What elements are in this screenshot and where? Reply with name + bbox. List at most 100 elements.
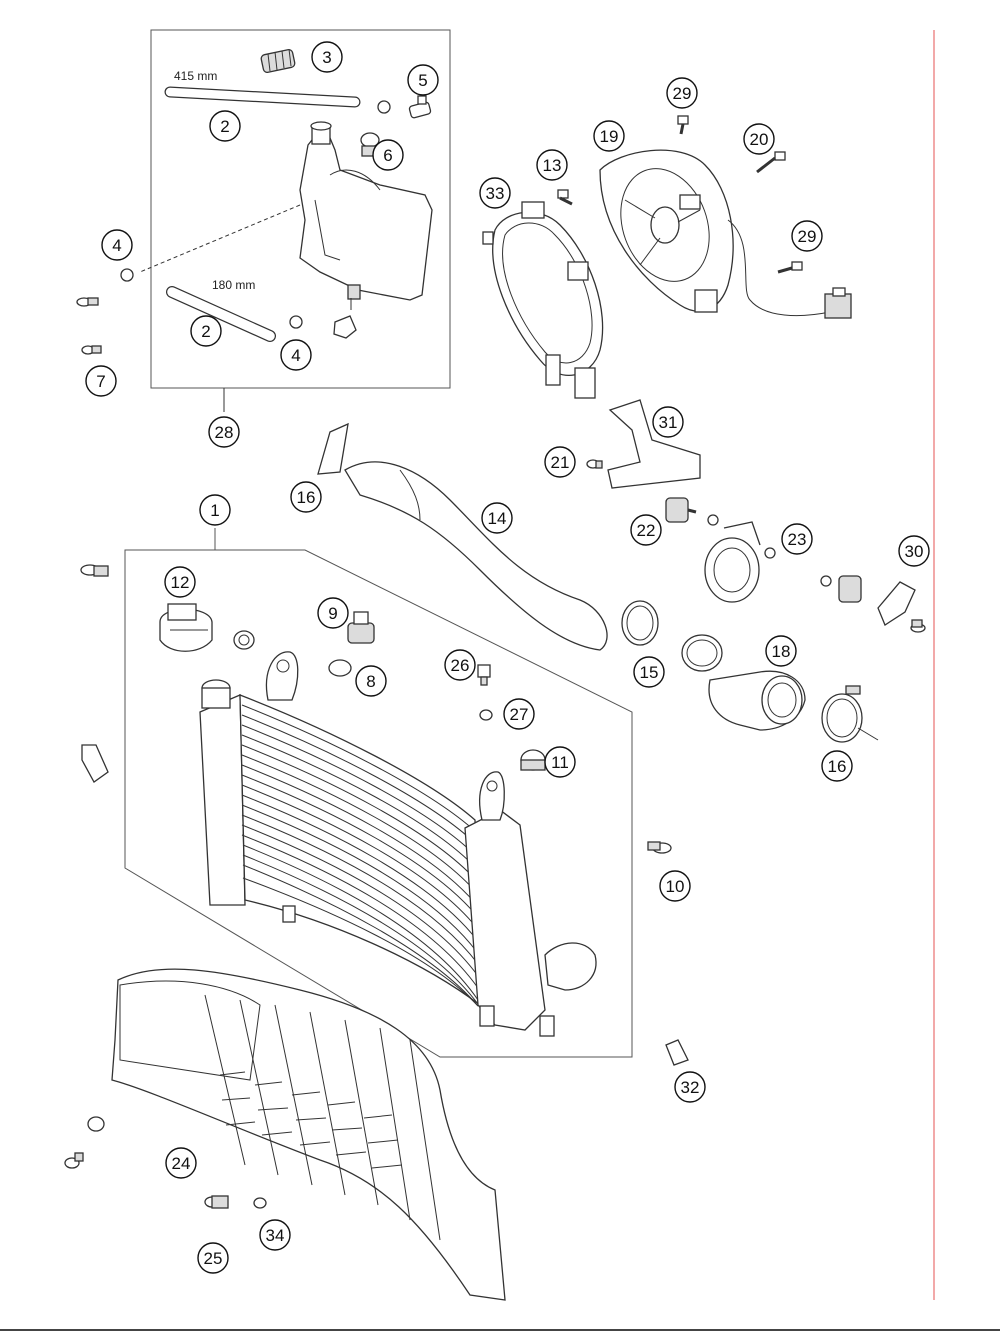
- fan-wire: [727, 219, 831, 317]
- callout-c5: 5: [407, 64, 439, 96]
- callout-circle: [791, 220, 823, 252]
- callout-circle: [259, 1219, 291, 1251]
- callout-circle: [407, 64, 439, 96]
- rubber-damper-part: [665, 497, 697, 523]
- callout-circle: [652, 406, 684, 438]
- nut-part: [820, 575, 832, 587]
- callout-number: 18: [772, 642, 791, 661]
- mount-leader-line: [139, 204, 301, 273]
- callout-c31: 31: [652, 406, 684, 438]
- spring-nut-part: [665, 1039, 689, 1066]
- callout-c9: 9: [317, 597, 349, 629]
- callout-number: 5: [418, 71, 427, 90]
- callout-c32: 32: [674, 1071, 706, 1103]
- callout-c7: 7: [85, 365, 117, 397]
- grommet-part: [233, 630, 255, 650]
- callout-number: 24: [172, 1154, 191, 1173]
- bolt-part: [677, 115, 689, 135]
- horn-part: [704, 521, 761, 603]
- callout-number: 1: [210, 501, 219, 520]
- callout-circle: [821, 750, 853, 782]
- hose-clamp-part: [621, 600, 659, 646]
- callout-c19: 19: [593, 120, 625, 152]
- washer-part: [479, 709, 493, 721]
- bolt-part: [756, 151, 786, 174]
- callout-number: 29: [798, 227, 817, 246]
- callout-c33: 33: [479, 177, 511, 209]
- screw-part: [910, 619, 926, 633]
- callout-circle: [765, 635, 797, 667]
- washer-part: [707, 514, 719, 526]
- callout-circle: [781, 523, 813, 555]
- fan-shroud: [482, 201, 604, 399]
- callout-c22: 22: [630, 514, 662, 546]
- callout-c28: 28: [208, 416, 240, 448]
- callout-number: 31: [659, 413, 678, 432]
- callout-circle: [372, 139, 404, 171]
- callout-number: 28: [215, 423, 234, 442]
- callout-circle: [165, 1147, 197, 1179]
- callout-c30: 30: [898, 535, 930, 567]
- callout-c13: 13: [536, 149, 568, 181]
- callout-circle: [444, 649, 476, 681]
- bolt-part: [557, 189, 573, 206]
- callout-circle: [633, 656, 665, 688]
- radiator-spoiler: [111, 968, 506, 1301]
- callout-c16a: 16: [290, 481, 322, 513]
- callout-circle: [743, 123, 775, 155]
- expansion-tank-kit-frame: [150, 29, 451, 389]
- hose-clip-part: [317, 422, 349, 475]
- callout-circle: [208, 416, 240, 448]
- callout-c18: 18: [765, 635, 797, 667]
- callout-c16b: 16: [821, 750, 853, 782]
- callout-number: 15: [640, 663, 659, 682]
- callout-circle: [659, 870, 691, 902]
- callout-number: 16: [297, 488, 316, 507]
- callout-c12: 12: [164, 566, 196, 598]
- callout-number: 4: [291, 346, 300, 365]
- callout-number: 3: [322, 48, 331, 67]
- callout-circle: [593, 120, 625, 152]
- callout-c11: 11: [544, 746, 576, 778]
- screw-part: [76, 297, 99, 307]
- nut-part: [764, 547, 776, 559]
- expansion-tank: [299, 121, 433, 310]
- callout-circle: [280, 339, 312, 371]
- collar-screw-part: [80, 564, 109, 577]
- callout-c21: 21: [544, 446, 576, 478]
- callout-number: 21: [551, 453, 570, 472]
- callout-number: 29: [673, 84, 692, 103]
- callout-circle: [481, 502, 513, 534]
- collar-screw-part: [647, 841, 672, 854]
- callout-c34: 34: [259, 1219, 291, 1251]
- sealing-ring-part: [328, 659, 352, 677]
- callout-number: 25: [204, 1249, 223, 1268]
- elbow-hose: [681, 634, 806, 731]
- spring-part: [260, 48, 296, 74]
- callout-circle: [199, 494, 231, 526]
- collar-sleeve-part: [204, 1195, 229, 1209]
- washer-part: [87, 1116, 105, 1132]
- grommet-part: [520, 749, 546, 771]
- callout-circle: [85, 365, 117, 397]
- screw-part: [586, 459, 603, 469]
- clip-part: [81, 744, 109, 783]
- callout-circle: [544, 746, 576, 778]
- callout-c26: 26: [444, 649, 476, 681]
- callout-c20: 20: [743, 123, 775, 155]
- callout-circle: [544, 446, 576, 478]
- callout-number: 8: [366, 672, 375, 691]
- callout-c29b: 29: [791, 220, 823, 252]
- callout-number: 32: [681, 1078, 700, 1097]
- callout-c6: 6: [372, 139, 404, 171]
- callout-number: 10: [666, 877, 685, 896]
- callout-circle: [197, 1242, 229, 1274]
- cooling-fan: [599, 149, 734, 313]
- callout-number: 26: [451, 656, 470, 675]
- callout-number: 9: [328, 604, 337, 623]
- callout-c4b: 4: [280, 339, 312, 371]
- callout-c1: 1: [199, 494, 231, 526]
- rubber-damper-part: [838, 575, 862, 603]
